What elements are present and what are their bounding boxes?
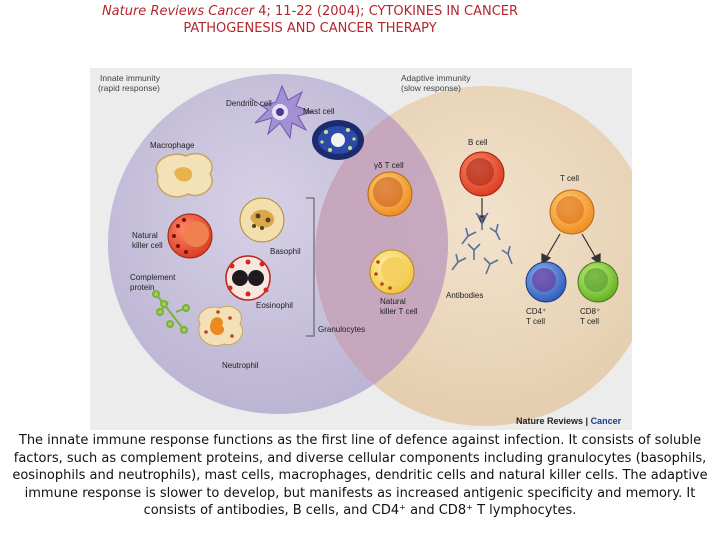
granulocytes-label: Granulocytes — [318, 325, 365, 334]
article-title-part1: CYTOKINES IN CANCER — [368, 4, 519, 19]
antibodies-icon — [451, 212, 513, 275]
granulocytes-bracket — [306, 197, 315, 337]
journal-name: Nature Reviews Cancer — [101, 4, 255, 19]
overlap-region — [315, 86, 448, 414]
brand-name: Nature Reviews — [516, 416, 583, 426]
cd4-label-line1: CD4⁺ — [526, 307, 546, 316]
gamma-delta-t-cell-icon — [367, 171, 413, 217]
journal-volume: 4 — [258, 4, 267, 19]
publisher-brand: Nature Reviews | Cancer — [516, 416, 622, 426]
neutrophil-label: Neutrophil — [222, 361, 259, 370]
nk-cell-label-line1: Natural — [132, 231, 158, 240]
nkt-label-line2: killer T cell — [380, 307, 418, 316]
dendritic-cell-icon — [249, 84, 314, 140]
innate-title: Innate immunity — [100, 73, 161, 83]
mast-cell-label: Mast cell — [303, 107, 335, 116]
natural-killer-cell-icon — [167, 213, 213, 259]
nkt-label-line1: Natural — [380, 297, 406, 306]
complement-protein-icon — [152, 290, 190, 334]
citation-header: Nature Reviews Cancer 4; 11-22 (2004); C… — [0, 3, 620, 37]
cd8-label-line2: T cell — [580, 317, 599, 326]
eosinophil-icon — [225, 255, 271, 301]
gamma-delta-t-cell-label: γδ T cell — [374, 161, 404, 170]
citation-line-1: Nature Reviews Cancer 4; 11-22 (2004); C… — [0, 3, 620, 20]
brand-journal: Cancer — [591, 416, 622, 426]
basophil-icon — [239, 197, 285, 243]
immunity-venn-diagram: Innate immunity (rapid response) Adaptiv… — [90, 68, 632, 430]
b-cell-label: B cell — [468, 138, 488, 147]
cd8-label-line1: CD8⁺ — [580, 307, 600, 316]
innate-subtitle: (rapid response) — [98, 83, 160, 93]
macrophage-label: Macrophage — [150, 141, 195, 150]
cd4-label-line2: T cell — [526, 317, 545, 326]
cd4-t-cell-icon — [525, 261, 567, 303]
figure-caption: The innate immune response functions as … — [12, 433, 708, 518]
complement-label-line1: Complement — [130, 273, 176, 282]
basophil-label: Basophil — [270, 247, 301, 256]
eosinophil-label: Eosinophil — [256, 301, 293, 310]
antibodies-label: Antibodies — [446, 291, 483, 300]
adaptive-title: Adaptive immunity — [401, 73, 471, 83]
article-title-part2: PATHOGENESIS AND CANCER THERAPY — [183, 21, 437, 36]
t-cell-label: T cell — [560, 174, 579, 183]
neutrophil-icon — [198, 305, 244, 347]
journal-pages: ; 11-22 (2004); — [266, 4, 369, 19]
b-cell-icon — [459, 151, 505, 197]
t-cell-icon — [549, 189, 595, 235]
dendritic-cell-label: Dendritic cell — [226, 99, 272, 108]
cd8-t-cell-icon — [577, 261, 619, 303]
macrophage-icon — [155, 153, 213, 198]
complement-label-line2: protein — [130, 283, 154, 292]
nk-cell-label-line2: killer cell — [132, 241, 163, 250]
adaptive-subtitle: (slow response) — [401, 83, 461, 93]
mast-cell-icon — [312, 120, 364, 160]
brand-separator: | — [583, 416, 591, 426]
natural-killer-t-cell-icon — [369, 249, 415, 295]
